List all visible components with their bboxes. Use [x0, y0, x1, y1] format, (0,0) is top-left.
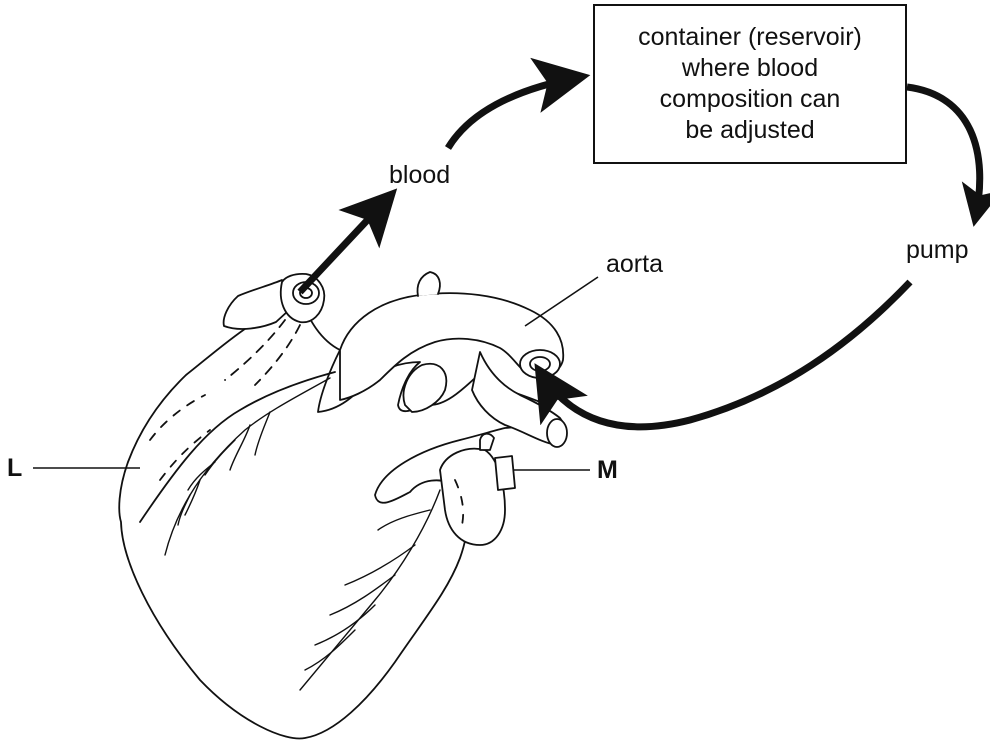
arch-branch-vessel: [418, 272, 440, 296]
reservoir-line-4: be adjusted: [685, 115, 814, 146]
reservoir-line-3: composition can: [660, 84, 841, 115]
label-pump: pump: [906, 238, 969, 263]
arrow-outflow-to-blood: [300, 196, 390, 292]
reservoir-box: container (reservoir) where blood compos…: [593, 4, 907, 164]
arrow-reservoir-to-pump: [907, 87, 980, 220]
label-blood: blood: [389, 163, 450, 188]
vena-cava-stump: [495, 456, 515, 490]
label-L: L: [7, 456, 22, 481]
arrow-pump-to-aorta: [540, 282, 910, 427]
label-M: M: [597, 458, 618, 483]
aorta-arch: [340, 293, 563, 400]
leader-aorta: [525, 277, 598, 326]
label-aorta: aorta: [606, 252, 663, 277]
heart: [119, 272, 567, 739]
reservoir-line-1: container (reservoir): [638, 22, 862, 53]
reservoir-line-2: where blood: [682, 53, 818, 84]
arrow-blood-to-reservoir: [448, 77, 580, 148]
